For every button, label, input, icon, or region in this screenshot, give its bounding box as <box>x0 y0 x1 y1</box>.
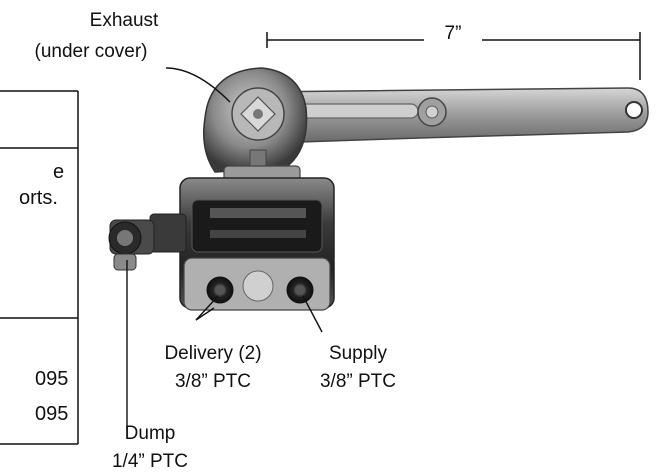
delivery-label: Delivery (2) <box>164 343 262 364</box>
leader-lines <box>126 67 323 430</box>
supply-label: Supply <box>328 343 388 364</box>
table-row2-line1: e <box>53 161 65 183</box>
table-row3-line1: 095 <box>35 368 69 390</box>
port-block <box>183 257 331 311</box>
length-label: 7” <box>444 23 462 44</box>
exhaust-label: Exhaust <box>89 10 159 31</box>
lever-arm <box>249 87 649 143</box>
exhaust-cover: 0 1 A <box>203 67 308 193</box>
dump-size-label: 1/4” PTC <box>111 451 189 472</box>
supply-size-label: 3/8” PTC <box>319 371 397 392</box>
table-row2-line2: orts. <box>19 187 58 209</box>
delivery-size-label: 3/8” PTC <box>174 371 252 392</box>
dimension-line <box>266 32 641 80</box>
dump-label: Dump <box>124 423 176 444</box>
table-row3-line2: 095 <box>35 403 69 425</box>
exhaust-detail-label: (under cover) <box>34 41 148 62</box>
